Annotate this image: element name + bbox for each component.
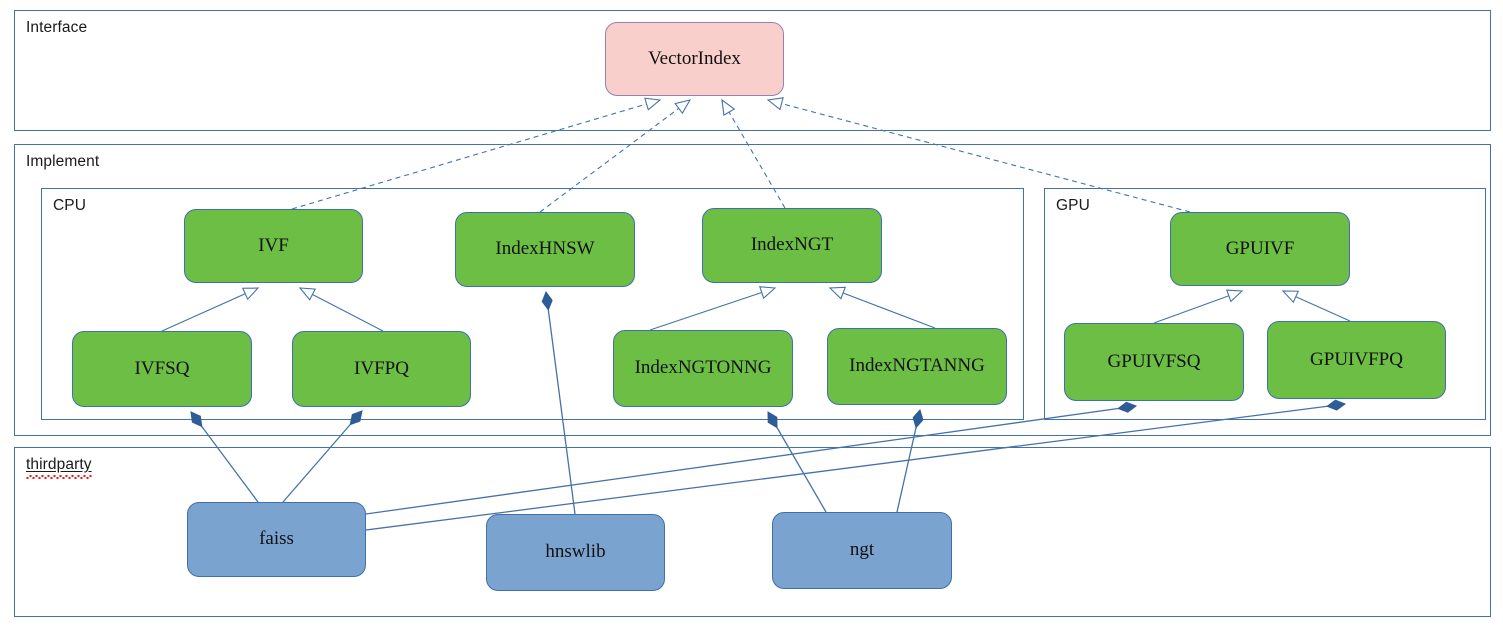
node-vectorindex[interactable]: VectorIndex (605, 22, 784, 96)
group-label-cpu: CPU (53, 197, 87, 214)
node-gpuivf[interactable]: GPUIVF (1170, 212, 1350, 286)
node-indexngtanng[interactable]: IndexNGTANNG (827, 328, 1007, 405)
node-ivfpq[interactable]: IVFPQ (292, 331, 471, 407)
group-label-interface: Interface (26, 19, 88, 36)
group-label-thirdparty: thirdparty (26, 456, 92, 479)
group-label-implement: Implement (26, 153, 100, 170)
spellcheck-squiggle-icon (26, 475, 92, 479)
node-indexngtonng[interactable]: IndexNGTONNG (613, 330, 793, 407)
node-ngt[interactable]: ngt (772, 512, 952, 589)
node-indexngt[interactable]: IndexNGT (702, 208, 882, 283)
group-label-gpu: GPU (1056, 197, 1090, 214)
node-gpuivfsq[interactable]: GPUIVFSQ (1064, 323, 1244, 401)
node-gpuivfpq[interactable]: GPUIVFPQ (1267, 321, 1446, 399)
node-indexhnsw[interactable]: IndexHNSW (455, 212, 635, 287)
node-faiss[interactable]: faiss (187, 502, 366, 577)
node-ivfsq[interactable]: IVFSQ (72, 331, 252, 407)
node-ivf[interactable]: IVF (184, 209, 363, 283)
node-hnswlib[interactable]: hnswlib (486, 514, 665, 591)
